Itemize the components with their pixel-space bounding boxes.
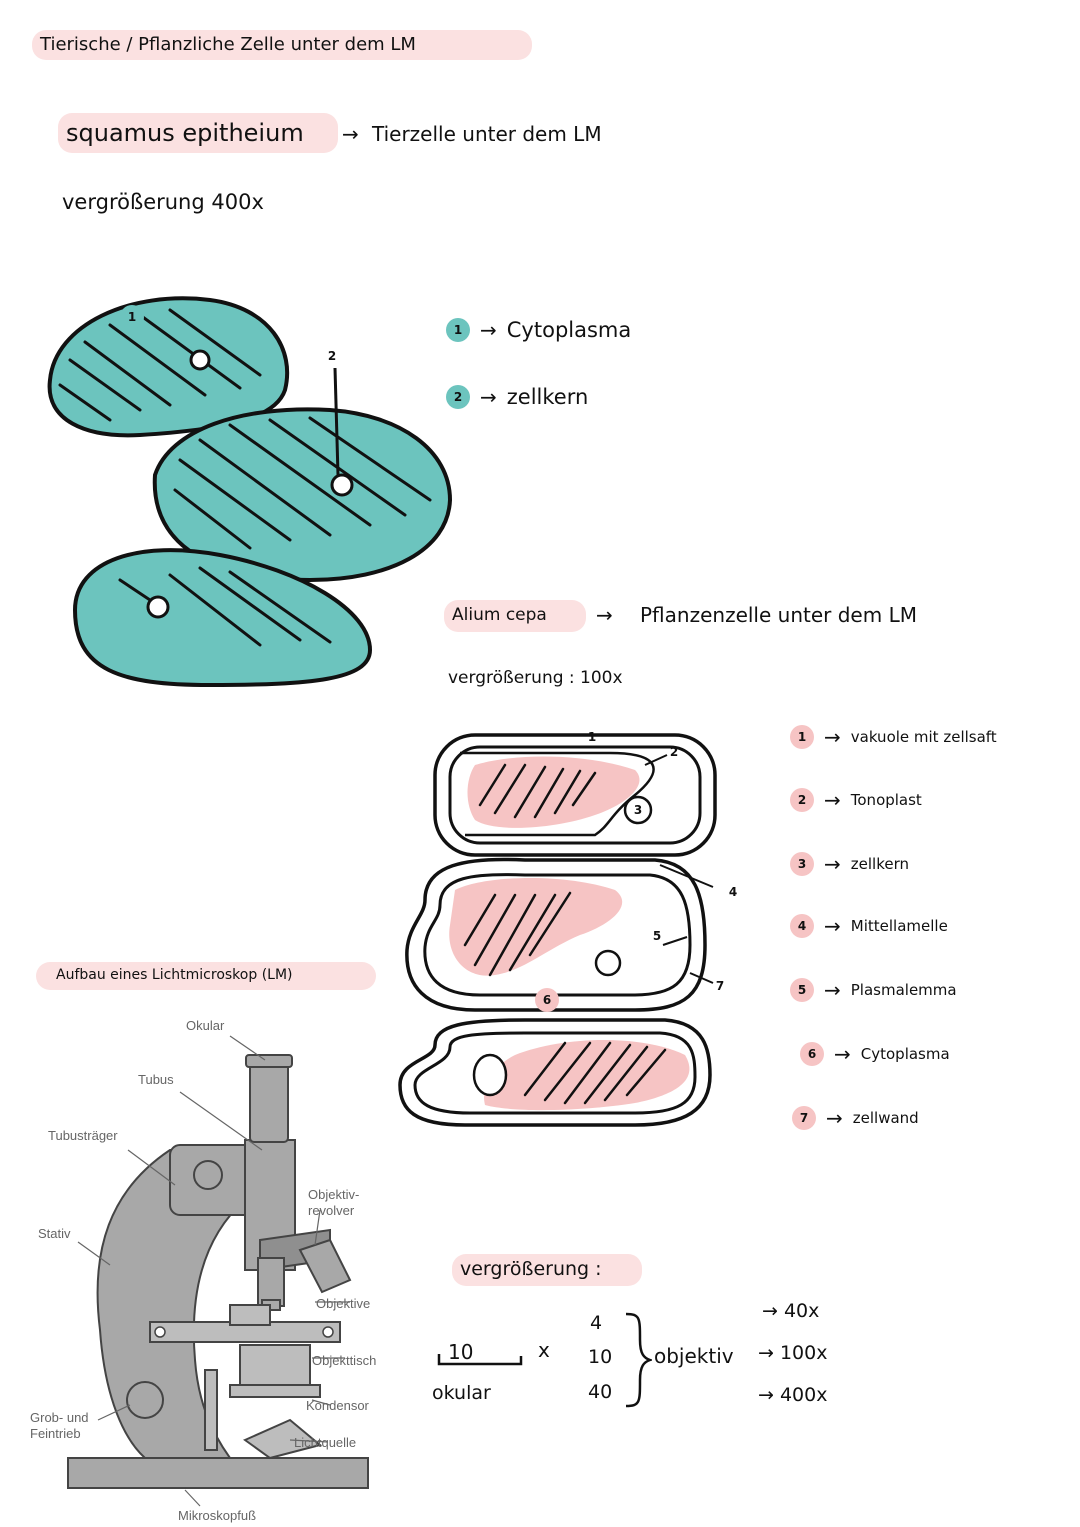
label-tubus: Tubus [138, 1072, 174, 1087]
animal-subtitle: Tierzelle unter dem LM [372, 122, 602, 146]
title-highlight [32, 30, 532, 60]
plant-label-7-text: zellwand [852, 1109, 919, 1127]
plant-subtitle: Pflanzenzelle unter dem LM [640, 603, 917, 627]
plant-marker-7: 7 [715, 979, 725, 993]
page-title: Tierische / Pflanzliche Zelle unter dem … [40, 34, 416, 55]
plant-label-2: 2 → Tonoplast [790, 788, 922, 812]
result-40x: → 40x [762, 1300, 820, 1322]
okular-bracket [437, 1354, 523, 1366]
plant-label-5-number: 5 [790, 978, 814, 1002]
label-okular: Okular [186, 1018, 225, 1033]
plant-cell-diagram [398, 733, 717, 1127]
plant-label-4-text: Mittellamelle [850, 917, 948, 935]
label-objektive: Objektive [316, 1296, 371, 1311]
label-revolver-2: revolver [308, 1203, 355, 1218]
arrow-icon: → [480, 318, 497, 342]
label-objekttisch: Objekttisch [312, 1353, 377, 1368]
plant-marker-1: 1 [587, 730, 597, 744]
animal-arrow: → [342, 122, 359, 146]
plant-label-4: 4 → Mittellamelle [790, 914, 948, 938]
animal-marker-2: 2 [320, 344, 344, 368]
label-kondensor: Kondensor [306, 1398, 369, 1413]
plant-label-5: 5 → Plasmalemma [790, 978, 957, 1002]
label-revolver-1: Objektiv- [308, 1187, 360, 1202]
arrow-icon: → [824, 914, 841, 938]
plant-label-7-number: 7 [792, 1106, 816, 1130]
animal-heading: squamus epitheium [66, 119, 304, 147]
plant-label-1-text: vakuole mit zellsaft [850, 728, 997, 746]
label-stativ: Stativ [38, 1226, 71, 1241]
arrow-icon: → [826, 1106, 843, 1130]
arrow-icon: → [824, 978, 841, 1002]
animal-heading-highlight [58, 113, 338, 153]
plant-marker-3: 3 [633, 803, 643, 817]
result-100x: → 100x [758, 1342, 828, 1364]
plant-label-4-number: 4 [790, 914, 814, 938]
arrow-icon: → [480, 385, 497, 409]
animal-label-2-number: 2 [446, 385, 470, 409]
plant-marker-5: 5 [652, 929, 662, 943]
animal-label-2-text: zellkern [506, 385, 589, 409]
label-lichtquelle: Lichtquelle [294, 1435, 357, 1450]
plant-marker-6: 6 [535, 988, 559, 1012]
animal-label-1-number: 1 [446, 318, 470, 342]
animal-cell-diagram [47, 296, 453, 688]
plant-label-1-number: 1 [790, 725, 814, 749]
plant-label-6: 6 → Cytoplasma [800, 1042, 950, 1066]
plant-label-5-text: Plasmalemma [850, 981, 957, 999]
animal-label-1-text: Cytoplasma [506, 318, 632, 342]
label-trieb-2: Feintrieb [30, 1426, 81, 1441]
calc-heading: vergrößerung : [460, 1258, 602, 1280]
plant-heading: Alium cepa [452, 605, 547, 625]
okular-label: okular [432, 1382, 491, 1404]
animal-label-1: 1 → Cytoplasma [446, 318, 631, 342]
plant-label-6-text: Cytoplasma [860, 1045, 950, 1063]
arrow-icon: → [824, 788, 841, 812]
objektiv-value-3: 40 [588, 1381, 613, 1403]
objektiv-brace [625, 1312, 652, 1408]
plant-label-7: 7 → zellwand [792, 1106, 919, 1130]
plant-label-3: 3 → zellkern [790, 852, 909, 876]
microscope-heading: Aufbau eines Lichtmicroskop (LM) [56, 967, 293, 983]
times-sign: x [538, 1338, 550, 1362]
objektiv-label: objektiv [654, 1344, 734, 1368]
arrow-icon: → [824, 725, 841, 749]
plant-heading-highlight [444, 600, 586, 632]
calc-heading-highlight [452, 1254, 642, 1286]
microscope-diagram [67, 1035, 369, 1507]
microscope-heading-highlight [36, 962, 376, 990]
plant-label-3-number: 3 [790, 852, 814, 876]
animal-label-2: 2 → zellkern [446, 385, 588, 409]
plant-label-2-number: 2 [790, 788, 814, 812]
plant-label-6-number: 6 [800, 1042, 824, 1066]
plant-label-1: 1 → vakuole mit zellsaft [790, 725, 997, 749]
objektiv-value-2: 10 [588, 1346, 613, 1368]
label-tubustraeger: Tubusträger [48, 1128, 118, 1143]
arrow-icon: → [824, 852, 841, 876]
plant-arrow: → [596, 603, 613, 627]
okular-value: 10 [448, 1340, 474, 1364]
arrow-icon: → [834, 1042, 851, 1066]
plant-label-2-text: Tonoplast [850, 791, 922, 809]
plant-marker-4: 4 [728, 885, 738, 899]
animal-marker-1: 1 [120, 305, 144, 329]
label-trieb-1: Grob- und [30, 1410, 89, 1425]
plant-label-3-text: zellkern [850, 855, 909, 873]
plant-marker-2: 2 [669, 745, 679, 759]
objektiv-value-1: 4 [590, 1312, 603, 1334]
result-400x: → 400x [758, 1384, 828, 1406]
animal-magnification: vergrößerung 400x [62, 190, 264, 214]
plant-magnification: vergrößerung : 100x [448, 668, 623, 688]
label-fuss: Mikroskopfuß [178, 1508, 257, 1523]
